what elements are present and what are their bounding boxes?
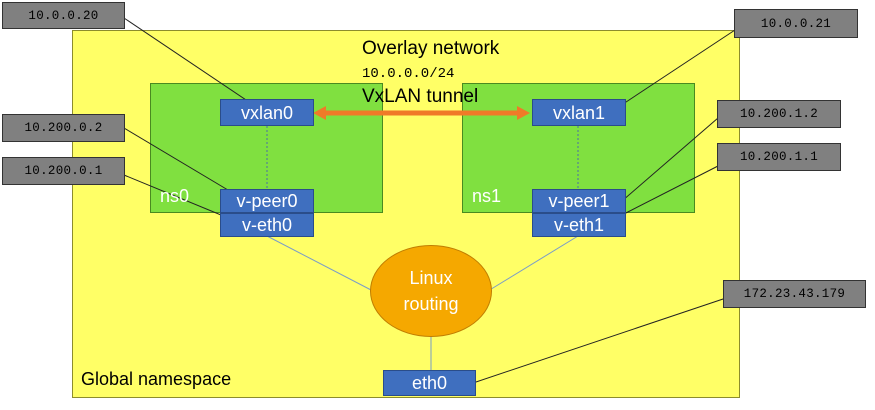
v-peer0-interface[interactable]: v-peer0 — [220, 189, 314, 213]
callout-vxlan0-ip: 10.0.0.20 — [2, 2, 125, 29]
leader-host-eth0 — [472, 295, 733, 384]
leader-peer1 — [621, 117, 719, 202]
leader-eth0-veth — [123, 174, 239, 223]
callout-host-ip: 172.23.43.179 — [723, 280, 866, 308]
callout-eth0-veth-ip: 10.200.0.1 — [2, 157, 125, 185]
leader-eth1-veth — [621, 165, 719, 216]
v-peer1-interface[interactable]: v-peer1 — [532, 189, 626, 213]
callout-peer0-ip: 10.200.0.2 — [2, 114, 125, 142]
leader-vxlan0 — [120, 15, 256, 107]
callout-peer1-ip: 10.200.1.2 — [717, 100, 841, 128]
router-label-line2: routing — [403, 294, 459, 314]
linux-routing-node[interactable]: Linux routing — [370, 245, 492, 337]
link-veth0-router — [266, 235, 374, 292]
namespace-label-ns1: ns1 — [472, 186, 502, 206]
host-eth0-interface[interactable]: eth0 — [383, 370, 476, 396]
vxlan0-interface[interactable]: vxlan0 — [220, 99, 314, 126]
vxlan1-interface[interactable]: vxlan1 — [532, 99, 626, 126]
overlay-subnet: 10.0.0.0/24 — [362, 66, 455, 82]
v-eth1-interface[interactable]: v-eth1 — [532, 213, 626, 237]
link-veth1-router — [487, 235, 579, 292]
tunnel-arrow — [313, 106, 530, 120]
leader-vxlan1 — [619, 29, 736, 107]
callout-eth1-veth-ip: 10.200.1.1 — [717, 143, 841, 171]
callout-vxlan1-ip: 10.0.0.21 — [734, 9, 858, 38]
router-label-line1: Linux — [409, 267, 453, 288]
global-namespace-label: Global namespace — [81, 369, 232, 389]
leader-peer0 — [123, 127, 239, 197]
namespace-label-ns0: ns0 — [160, 186, 190, 206]
overlay-title: Overlay network — [362, 38, 500, 59]
v-eth0-interface[interactable]: v-eth0 — [220, 213, 314, 237]
tunnel-label: VxLAN tunnel — [362, 86, 479, 107]
